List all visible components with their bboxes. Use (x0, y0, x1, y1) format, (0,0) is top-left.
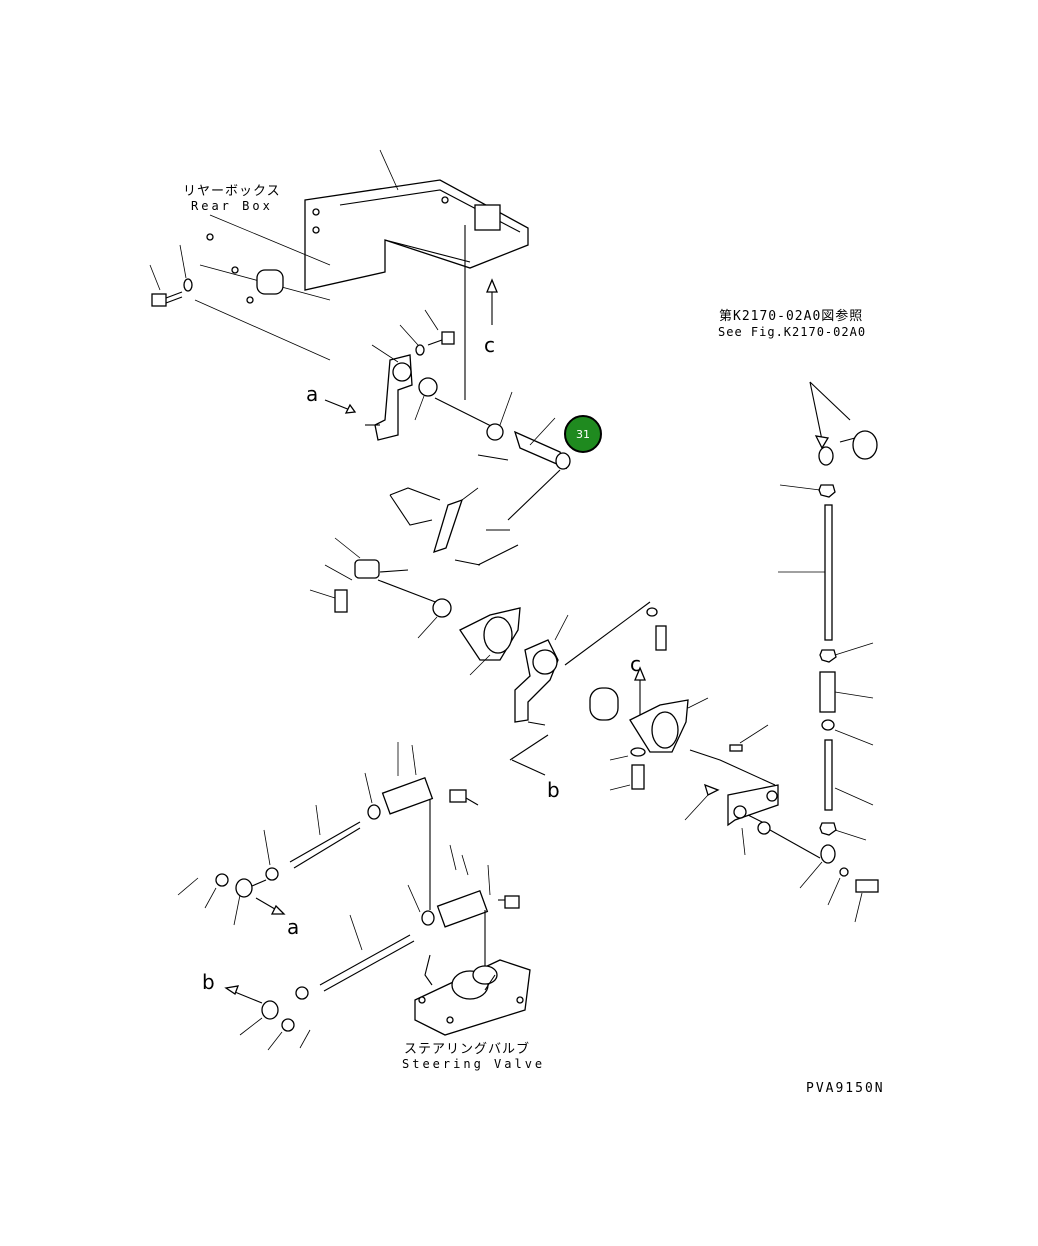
rod-lower-2 (224, 844, 520, 1051)
marker-a-upper: a (306, 382, 319, 406)
bolt-left (149, 244, 193, 307)
steering-valve-jp-label: ステアリングバルブ (404, 1042, 531, 1057)
see-fig-en-label: See Fig.K2170-02A0 (718, 325, 867, 339)
marker-a-lower: a (287, 915, 300, 939)
shaft-upper (414, 377, 571, 521)
bearing-bracket-upper (459, 607, 521, 676)
rod-lower-1 (177, 742, 479, 926)
marker-c-mid: c (630, 652, 641, 676)
marker-c-upper: c (484, 333, 495, 357)
rear-box-outline (194, 214, 331, 361)
clip-bracket (389, 487, 519, 566)
rear-box-jp-label: リヤーボックス (183, 184, 281, 199)
steering-valve-body (414, 954, 531, 1036)
lever-lower (509, 601, 651, 776)
arrow-c (486, 278, 646, 715)
marker-b-mid: b (547, 778, 560, 802)
rear-box-bracket (304, 149, 529, 400)
rear-box-en-label: Rear Box (191, 199, 273, 213)
marker-b-lower: b (202, 970, 215, 994)
steering-valve-en-label: Steering Valve (402, 1057, 546, 1071)
part-callout-number: 31 (576, 427, 590, 441)
joint-left (309, 537, 452, 639)
part-callout-31[interactable]: 31 (564, 415, 602, 453)
bearing-bracket-lower (589, 687, 709, 753)
bolts-upper (399, 309, 455, 356)
drawing-code: PVA9150N (806, 1081, 885, 1096)
rod-right (778, 381, 879, 923)
bolts-mid (609, 607, 667, 791)
bell-crank (684, 724, 821, 859)
see-fig-jp-label: 第K2170-02A0図参照 (719, 309, 864, 324)
lever-upper (324, 344, 413, 441)
